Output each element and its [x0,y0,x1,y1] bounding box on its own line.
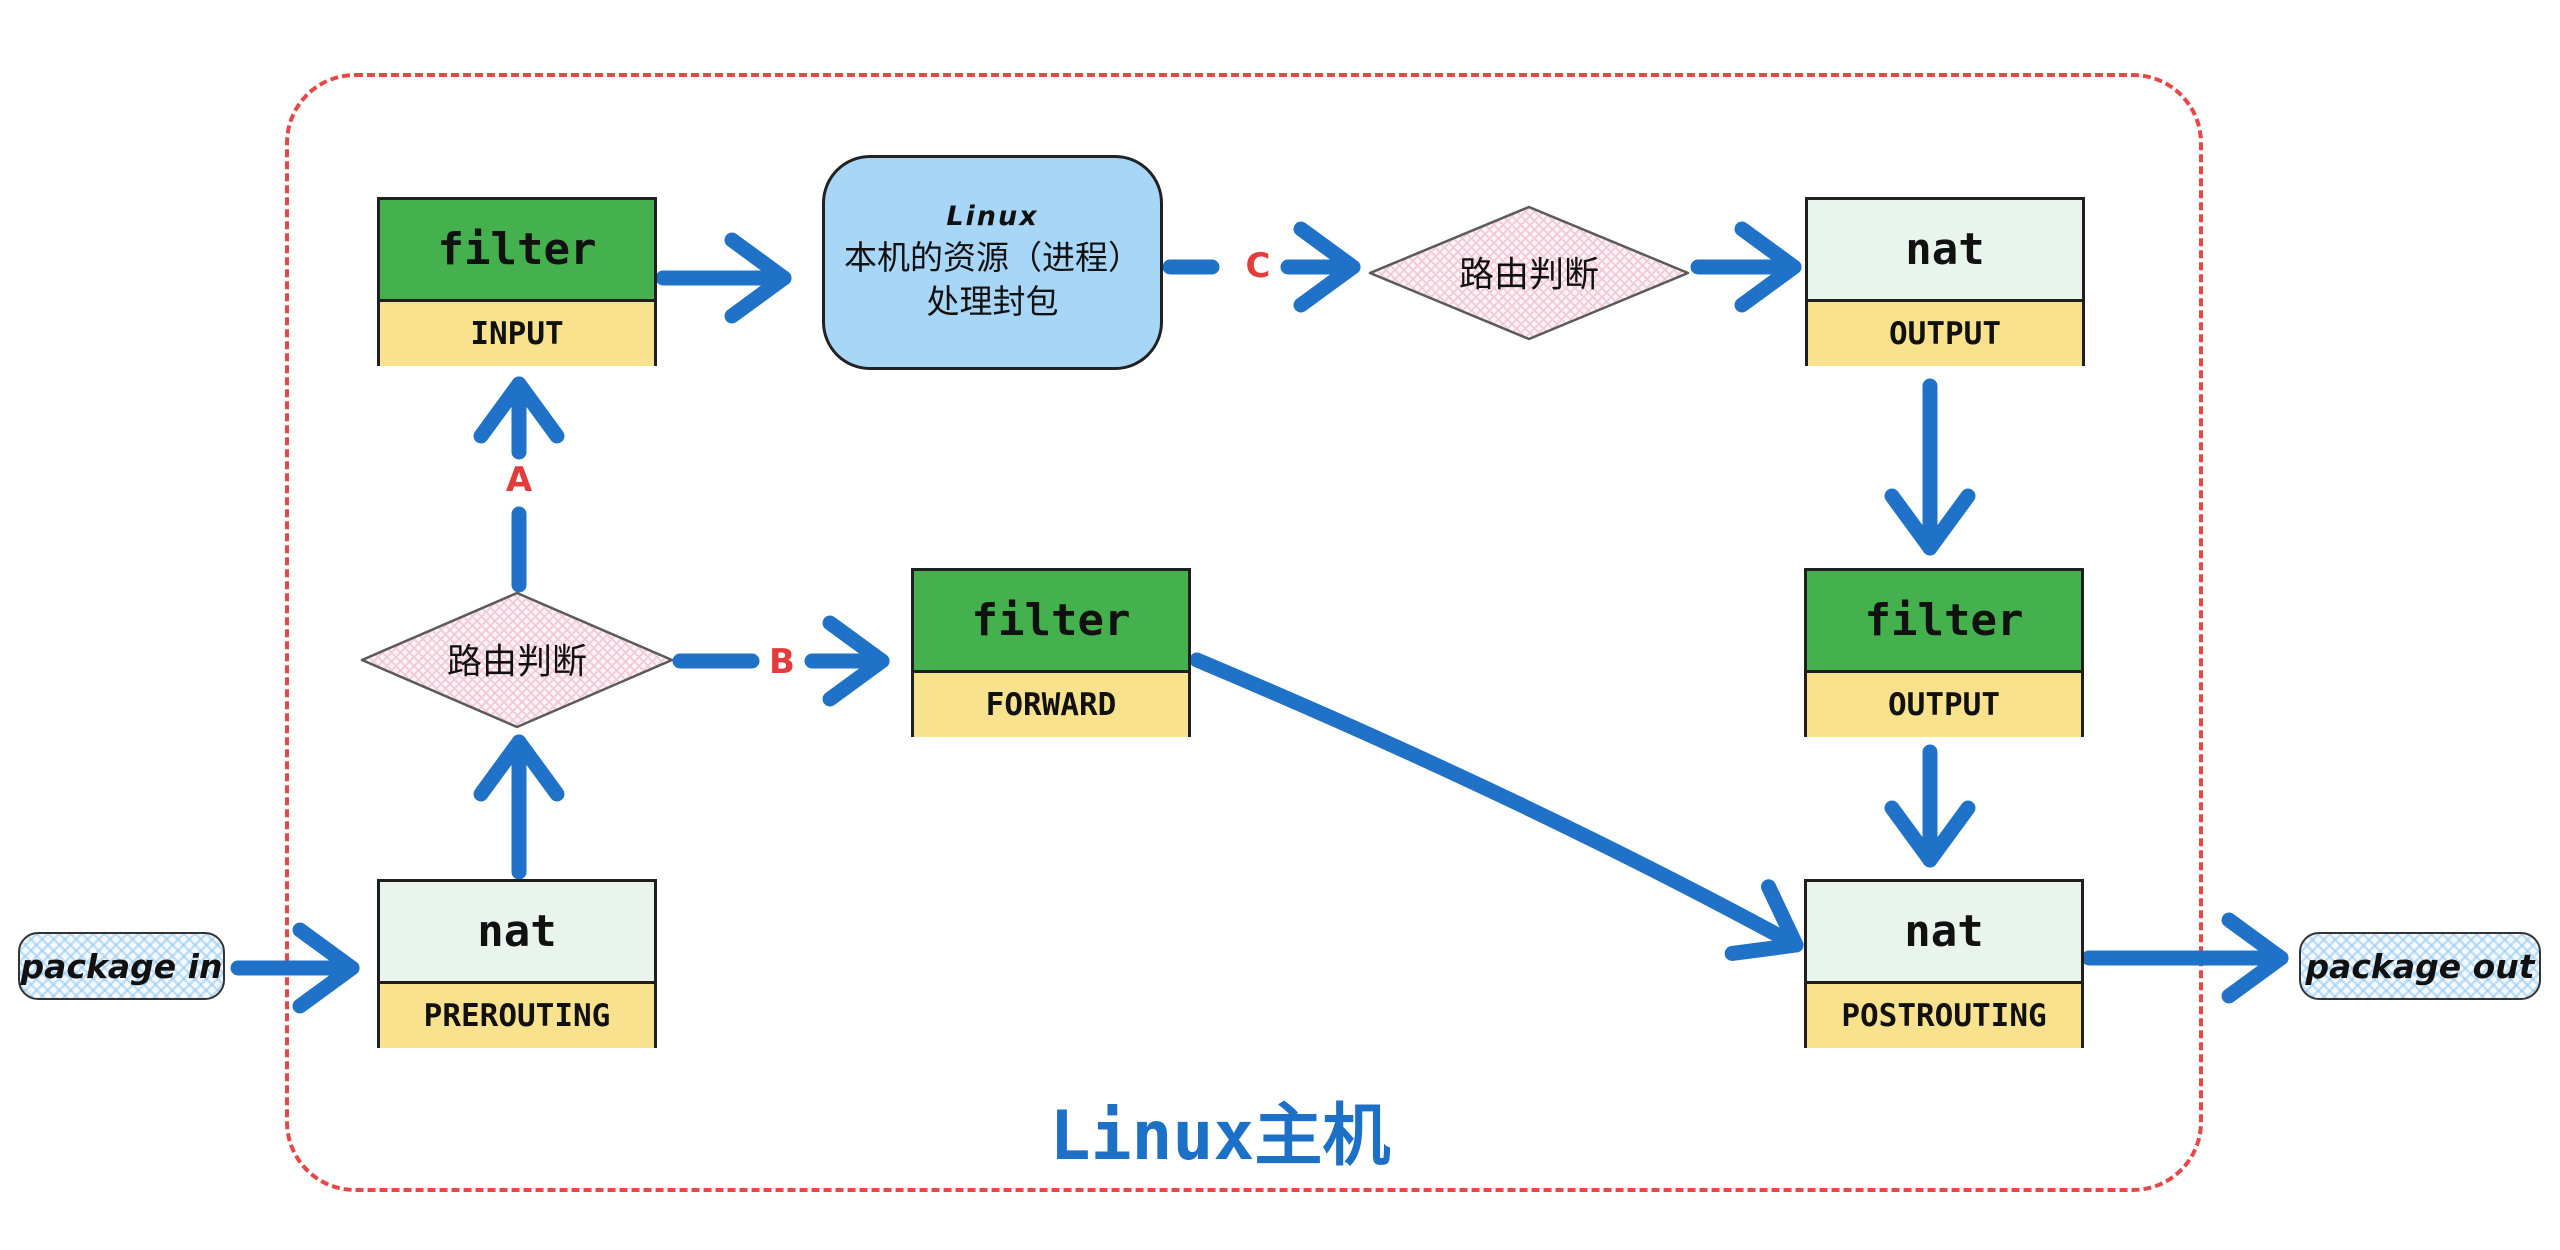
table-name-filter-output: filter [1807,571,2081,673]
chain-name-postrouting: POSTROUTING [1807,984,2081,1048]
node-filter-input: filter INPUT [377,197,657,366]
chain-name-prerouting: PREROUTING [380,984,654,1048]
node-filter-output: filter OUTPUT [1804,568,2084,737]
chain-name-forward: FORWARD [914,673,1188,737]
node-nat-postrouting: nat POSTROUTING [1804,879,2084,1048]
package-out-label: package out [2299,932,2541,1000]
table-name-nat-prerouting: nat [380,882,654,984]
routing-decision-top-label: 路由判断 [1458,255,1600,296]
host-title: Linux主机 [1049,1097,1391,1176]
table-name-nat-output: nat [1808,200,2082,302]
package-in-label: package in [18,932,225,1000]
flow-label-a: A [505,460,533,500]
node-nat-prerouting: nat PREROUTING [377,879,657,1048]
linux-host-boundary [285,73,2203,1192]
node-local-process: Linux 本机的资源（进程） 处理封包 [822,155,1163,370]
chain-name-nat-output: OUTPUT [1808,302,2082,366]
local-process-line2: 处理封包 [926,282,1059,321]
routing-decision-left-label: 路由判断 [446,642,588,683]
node-nat-output: nat OUTPUT [1805,197,2085,366]
local-process-title: Linux [946,201,1039,232]
table-name-filter-input: filter [380,200,654,302]
chain-name-input: INPUT [380,302,654,366]
flow-label-b: B [769,642,795,682]
routing-decision-top-shape [1368,205,1690,341]
routing-decision-left-shape [360,591,674,729]
table-name-nat-postrouting: nat [1807,882,2081,984]
flow-label-c: C [1245,246,1271,286]
node-filter-forward: filter FORWARD [911,568,1191,737]
arrow-forward-to-postrouting [1189,652,1804,961]
table-name-filter-forward: filter [914,571,1188,673]
chain-name-filter-output: OUTPUT [1807,673,2081,737]
local-process-line1: 本机的资源（进程） [844,238,1141,277]
